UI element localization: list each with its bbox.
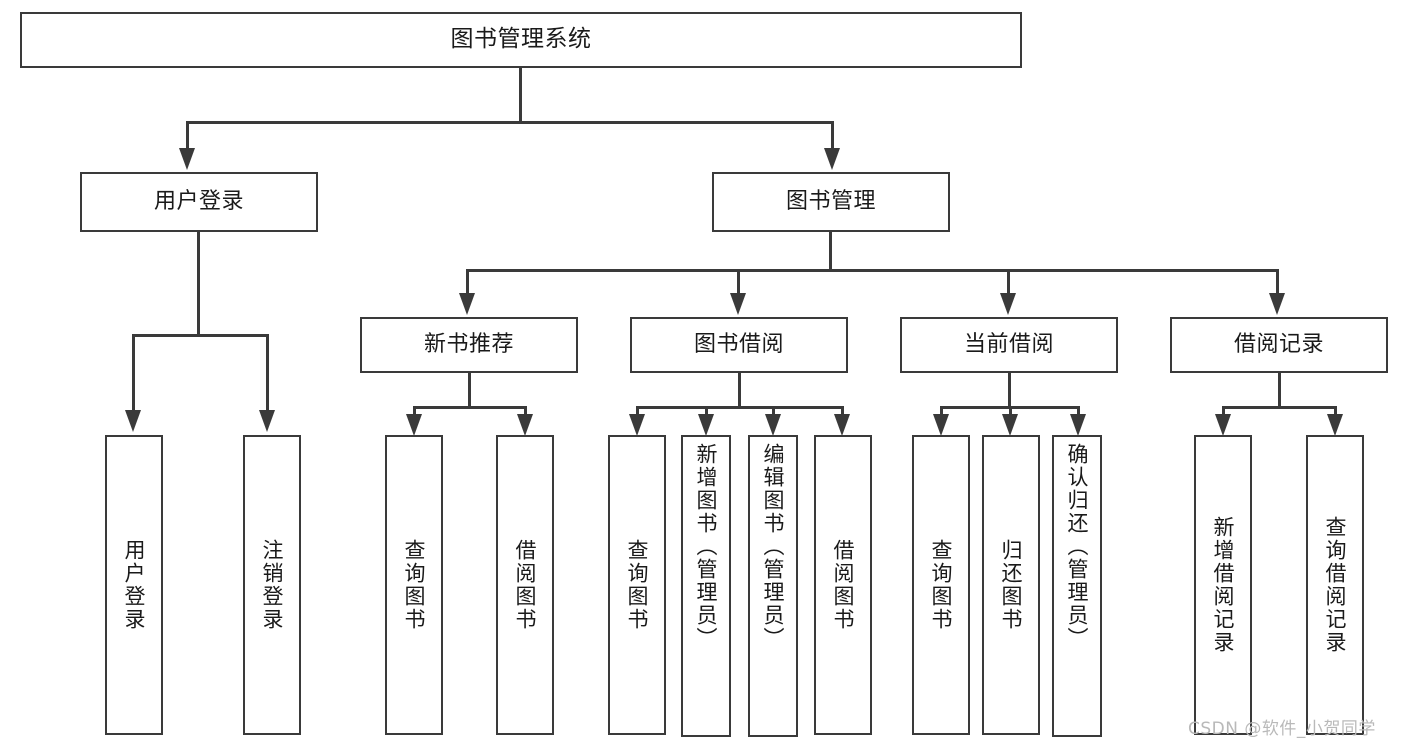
connector-leaf-query-book-2: [636, 406, 639, 420]
node-label: 借阅图书: [513, 539, 538, 631]
node-borrow-record[interactable]: 借阅记录: [1170, 317, 1388, 373]
node-leaf-query-book-2[interactable]: 查询图书: [608, 435, 666, 735]
node-label: 注销登录: [260, 539, 285, 631]
connector-to-new-book-recommend: [466, 269, 469, 295]
connector-root-stem: [519, 68, 522, 122]
connector-to-user-login: [186, 121, 189, 151]
connector-leaf-user-login: [132, 334, 135, 412]
connector-borrow-record-stem: [1278, 373, 1281, 408]
node-leaf-query-book-1[interactable]: 查询图书: [385, 435, 443, 735]
arrowhead-book-borrow: [730, 293, 746, 315]
node-leaf-add-book[interactable]: 新增图书（管理员）: [681, 435, 731, 737]
arrowhead-leaf-add-record: [1215, 414, 1231, 436]
node-label: 新书推荐: [423, 332, 514, 358]
node-label: 确认归还（管理员）: [1065, 443, 1090, 650]
arrowhead-leaf-borrow-book-2: [834, 414, 850, 436]
node-leaf-edit-book[interactable]: 编辑图书（管理员）: [748, 435, 798, 737]
arrowhead-leaf-user-logout: [259, 410, 275, 432]
node-label: 新增借阅记录: [1211, 516, 1236, 654]
arrowhead-leaf-return-book: [1002, 414, 1018, 436]
node-leaf-user-logout[interactable]: 注销登录: [243, 435, 301, 735]
arrowhead-leaf-confirm-return: [1070, 414, 1086, 436]
connector-leaf-confirm-return: [1077, 406, 1080, 420]
connector-borrow-record-bus: [1222, 406, 1337, 409]
node-label: 图书借阅: [693, 332, 784, 358]
node-leaf-borrow-book-1[interactable]: 借阅图书: [496, 435, 554, 735]
connector-leaf-user-logout: [266, 334, 269, 412]
node-label: 用户登录: [153, 189, 244, 215]
node-label: 借阅图书: [831, 539, 856, 631]
arrowhead-book-manage: [824, 148, 840, 170]
connector-leaf-query-book-3: [940, 406, 943, 420]
node-user-login[interactable]: 用户登录: [80, 172, 318, 232]
arrowhead-leaf-user-login: [125, 410, 141, 432]
node-label: 归还图书: [999, 539, 1024, 631]
node-label: 图书管理: [785, 189, 876, 215]
connector-book-manage-stem: [829, 232, 832, 271]
connector-level3-bus: [466, 269, 1278, 272]
arrowhead-leaf-query-book-1: [406, 414, 422, 436]
node-leaf-query-record[interactable]: 查询借阅记录: [1306, 435, 1364, 735]
connector-leaf-add-book: [705, 406, 708, 420]
connector-book-borrow-bus: [636, 406, 844, 409]
connector-leaf-query-record: [1334, 406, 1337, 420]
node-label: 查询图书: [625, 539, 650, 631]
node-label: 查询图书: [402, 539, 427, 631]
arrowhead-current-borrow: [1000, 293, 1016, 315]
arrowhead-leaf-add-book: [698, 414, 714, 436]
node-label: 查询借阅记录: [1323, 516, 1348, 654]
arrowhead-leaf-query-record: [1327, 414, 1343, 436]
node-leaf-borrow-book-2[interactable]: 借阅图书: [814, 435, 872, 735]
connector-to-borrow-record: [1276, 269, 1279, 295]
node-label: 新增图书（管理员）: [694, 443, 719, 650]
connector-leaf-borrow-book-1: [524, 406, 527, 420]
arrowhead-leaf-query-book-2: [629, 414, 645, 436]
node-new-book-recommend[interactable]: 新书推荐: [360, 317, 578, 373]
node-root-system[interactable]: 图书管理系统: [20, 12, 1022, 68]
node-book-manage[interactable]: 图书管理: [712, 172, 950, 232]
node-leaf-user-login[interactable]: 用户登录: [105, 435, 163, 735]
connector-to-current-borrow: [1007, 269, 1010, 295]
connector-user-login-stem: [197, 232, 200, 336]
node-book-borrow[interactable]: 图书借阅: [630, 317, 848, 373]
connector-leaf-add-record: [1222, 406, 1225, 420]
connector-leaf-borrow-book-2: [841, 406, 844, 420]
node-current-borrow[interactable]: 当前借阅: [900, 317, 1118, 373]
arrowhead-user-login: [179, 148, 195, 170]
arrowhead-leaf-query-book-3: [933, 414, 949, 436]
connector-to-book-borrow: [737, 269, 740, 295]
node-label: 借阅记录: [1233, 332, 1324, 358]
connector-user-login-bus: [132, 334, 269, 337]
node-label: 查询图书: [929, 539, 954, 631]
connector-leaf-query-book-1: [413, 406, 416, 420]
connector-current-borrow-stem: [1008, 373, 1011, 408]
node-label: 编辑图书（管理员）: [761, 443, 786, 650]
arrowhead-new-book-recommend: [459, 293, 475, 315]
node-leaf-query-book-3[interactable]: 查询图书: [912, 435, 970, 735]
connector-level2-bus: [186, 121, 834, 124]
arrowhead-leaf-edit-book: [765, 414, 781, 436]
connector-leaf-return-book: [1009, 406, 1012, 420]
csdn-watermark: CSDN @软件_小贺同学: [1188, 719, 1376, 739]
connector-leaf-edit-book: [772, 406, 775, 420]
arrowhead-leaf-borrow-book-1: [517, 414, 533, 436]
node-label: 图书管理系统: [450, 26, 592, 53]
connector-new-book-recommend-stem: [468, 373, 471, 408]
arrowhead-borrow-record: [1269, 293, 1285, 315]
node-leaf-confirm-return[interactable]: 确认归还（管理员）: [1052, 435, 1102, 737]
node-leaf-return-book[interactable]: 归还图书: [982, 435, 1040, 735]
connector-book-borrow-stem: [738, 373, 741, 408]
node-label: 当前借阅: [963, 332, 1054, 358]
node-label: 用户登录: [122, 539, 147, 631]
connector-new-book-recommend-bus: [413, 406, 527, 409]
node-leaf-add-record[interactable]: 新增借阅记录: [1194, 435, 1252, 735]
connector-to-book-manage: [831, 121, 834, 151]
